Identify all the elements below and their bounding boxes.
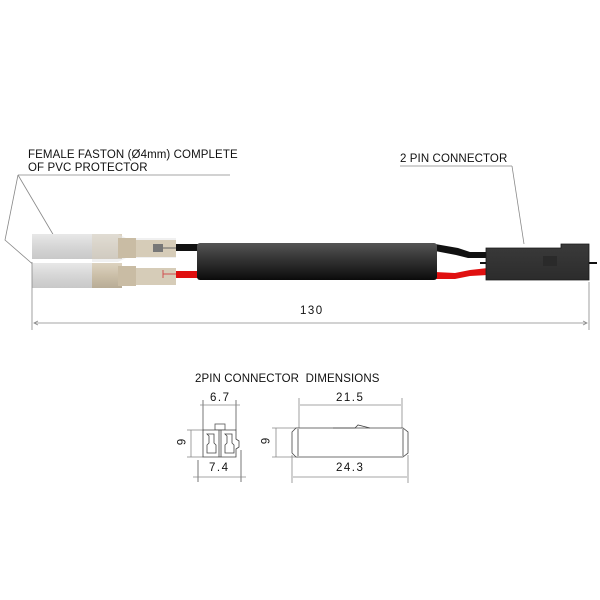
side-top-length: 21.5 — [336, 392, 365, 404]
connector-front-view — [187, 400, 246, 482]
heat-shrink-sleeve — [197, 243, 437, 280]
faston-label-line1: FEMALE FASTON (Ø4mm) COMPLETE — [28, 149, 238, 161]
front-height: 6 — [174, 438, 187, 446]
connector-leader-line — [400, 165, 525, 245]
side-bottom-length: 24.3 — [336, 462, 365, 474]
connector-label: 2 PIN CONNECTOR — [400, 153, 508, 165]
faston-label-line2: OF PVC PROTECTOR — [28, 162, 148, 174]
faston-terminal-lower — [32, 263, 176, 288]
faston-label: FEMALE FASTON (Ø4mm) COMPLETE OF PVC PRO… — [28, 149, 238, 175]
two-pin-connector — [480, 243, 597, 281]
faston-terminal-upper — [32, 234, 176, 262]
front-bottom-width: 7.4 — [209, 462, 230, 474]
black-wire — [175, 244, 488, 258]
connector-side-view — [272, 398, 409, 483]
front-top-width: 6.7 — [210, 392, 231, 404]
red-wire — [175, 268, 488, 279]
connector-dimensions-title: 2PIN CONNECTOR DIMENSIONS — [195, 373, 380, 385]
faston-leader-lines — [4, 174, 230, 268]
overall-length-value: 130 — [300, 305, 324, 317]
side-height: 6 — [258, 437, 271, 445]
overall-dimension-line — [31, 262, 590, 330]
